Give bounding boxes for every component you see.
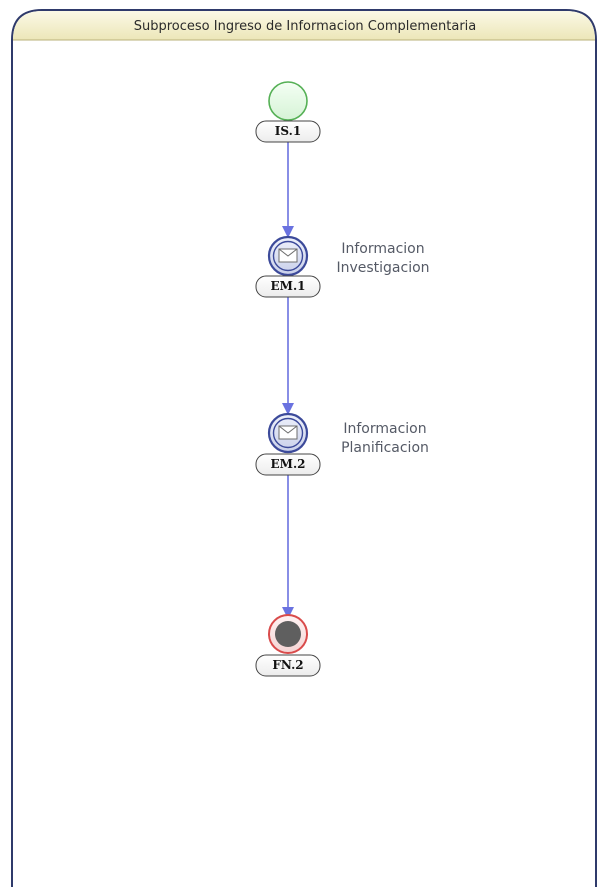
start-event-label-pill (255, 120, 321, 143)
end-event-label-pill (255, 654, 321, 677)
envelope-icon (278, 248, 298, 263)
end-event-id: FN.2 (272, 658, 304, 672)
start-event[interactable] (255, 81, 321, 143)
message-event-1-id: EM.1 (270, 279, 306, 293)
pool-title: Subproceso Ingreso de Informacion Comple… (133, 18, 477, 34)
message-event-1-label-pill (255, 275, 321, 298)
message-event-2-text: Informacion Planificacion (310, 420, 460, 458)
message-event-2[interactable] (255, 412, 321, 476)
message-event-2-text-line2: Planificacion (341, 440, 429, 456)
start-event-id: IS.1 (274, 124, 302, 138)
message-event-1-text-line2: Investigacion (336, 260, 430, 276)
message-event-1-text: Informacion Investigacion (308, 240, 458, 278)
pool-header (13, 11, 595, 40)
envelope-icon (278, 425, 298, 440)
message-event-2-label-pill (255, 453, 321, 476)
message-event-2-id: EM.2 (270, 457, 306, 471)
message-event-2-text-line1: Informacion (343, 421, 427, 437)
message-event-1-text-line1: Informacion (341, 241, 425, 257)
end-event[interactable] (255, 614, 321, 677)
message-event-1[interactable] (255, 235, 321, 298)
pool-border (11, 9, 597, 887)
